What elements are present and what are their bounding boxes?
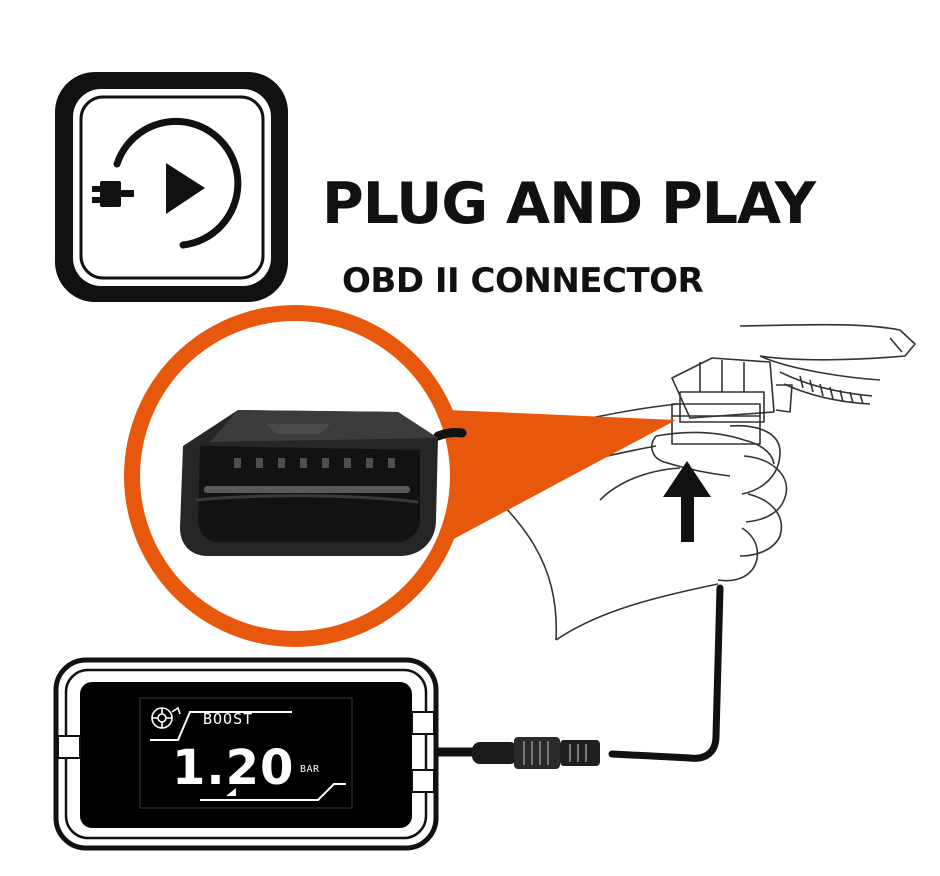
turbo-icon	[151, 706, 181, 729]
cable	[429, 584, 724, 762]
obd-connector-photo	[180, 410, 467, 556]
gauge-value: 1.20	[172, 740, 294, 796]
boost-gauge-device: BOOST 1.20 BAR	[53, 657, 439, 851]
page-title: PLUG AND PLAY	[322, 171, 816, 237]
arrow-up-icon	[663, 461, 711, 542]
connector-pins	[234, 458, 395, 468]
inline-cable-connector	[472, 737, 600, 769]
plug-and-play-badge	[55, 72, 288, 302]
plug-and-play-icon	[92, 117, 242, 249]
gauge-label: BOOST	[203, 710, 253, 728]
hand-and-dash-sketch	[469, 323, 916, 641]
gauge-unit: BAR	[300, 764, 320, 775]
page-subtitle: OBD II CONNECTOR	[342, 261, 704, 301]
